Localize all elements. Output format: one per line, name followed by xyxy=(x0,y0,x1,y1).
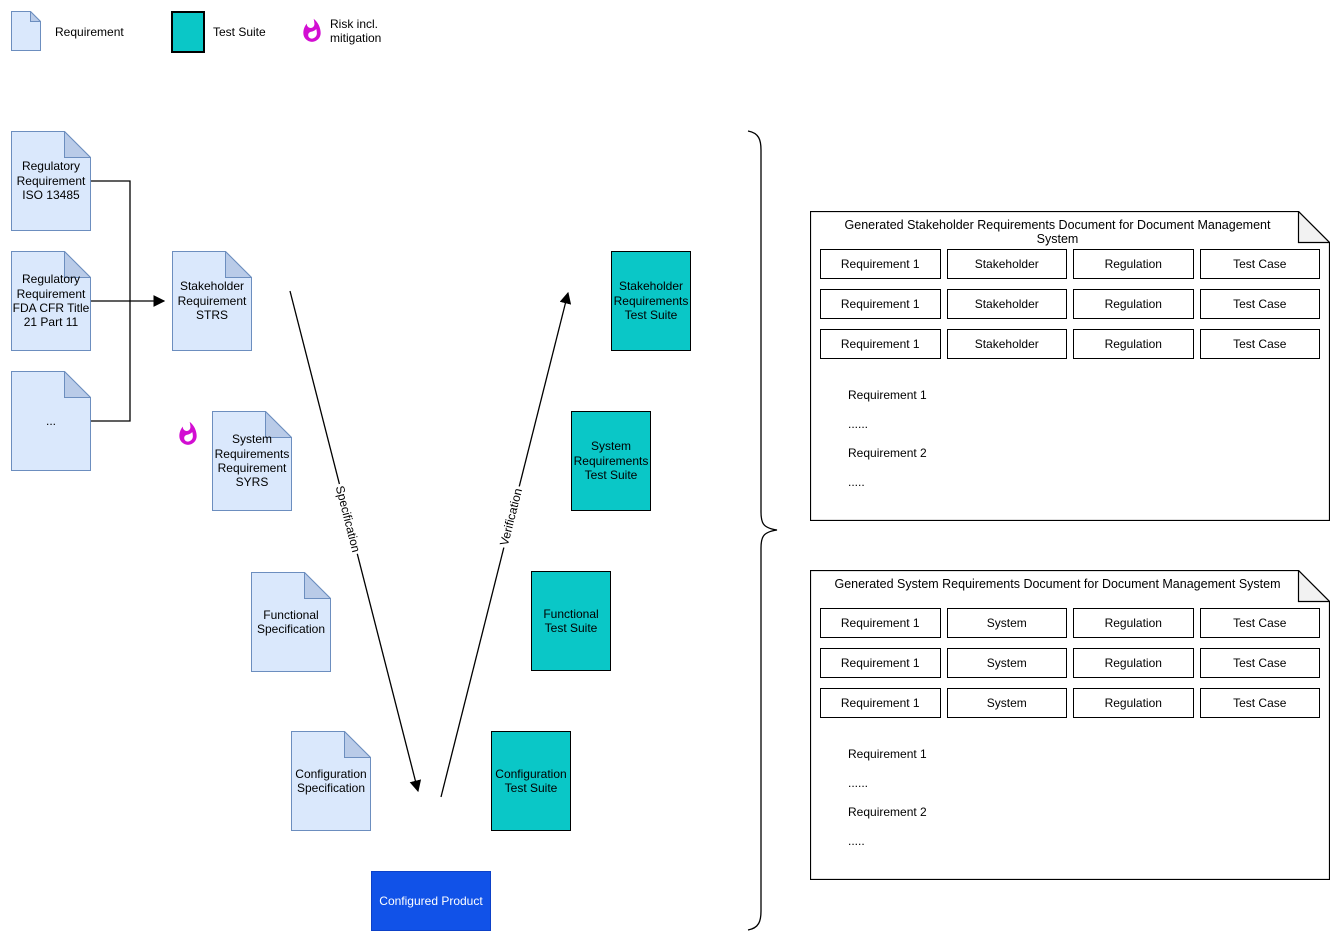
merge-connector xyxy=(91,180,131,422)
node-label: System Requirements Test Suite xyxy=(573,439,649,483)
node-label: Stakeholder Requirement STRS xyxy=(177,279,247,323)
table-cell: Regulation xyxy=(1073,289,1194,319)
traceability-table: Requirement 1 Stakeholder Regulation Tes… xyxy=(820,249,1320,369)
node-label: Stakeholder Requirements Test Suite xyxy=(613,279,689,323)
legend-risk-label: Risk incl. mitigation xyxy=(330,17,382,45)
node-functional-test-suite: Functional Test Suite xyxy=(531,571,611,671)
node-functional-specification: Functional Specification xyxy=(251,572,331,672)
node-regulatory-requirement-iso-13485: Regulatory Requirement ISO 13485 xyxy=(11,131,91,231)
legend-test-suite-swatch xyxy=(171,11,205,53)
table-cell: Regulation xyxy=(1073,648,1194,678)
table-row: Requirement 1 Stakeholder Regulation Tes… xyxy=(820,249,1320,279)
table-cell: Test Case xyxy=(1199,249,1320,279)
node-label: Functional Test Suite xyxy=(543,606,599,635)
node-label: Functional Specification xyxy=(256,607,326,636)
traceability-table: Requirement 1 System Regulation Test Cas… xyxy=(820,608,1320,728)
node-stakeholder-requirement-strs: Stakeholder Requirement STRS xyxy=(172,251,252,351)
node-configuration-test-suite: Configuration Test Suite xyxy=(491,731,571,831)
node-label: System Requirements Requirement SYRS xyxy=(214,432,290,490)
document-icon xyxy=(212,411,292,511)
document-sheet-icon xyxy=(810,211,1330,521)
node-stakeholder-requirements-test-suite: Stakeholder Requirements Test Suite xyxy=(611,251,691,351)
legend-test-suite-label: Test Suite xyxy=(213,25,266,39)
table-cell: System xyxy=(946,688,1067,718)
document-icon xyxy=(11,371,91,471)
panel-system-requirements-document: Generated System Requirements Document f… xyxy=(810,570,1330,880)
edge-label-verification: Verification xyxy=(496,484,526,550)
table-row: Requirement 1 System Regulation Test Cas… xyxy=(820,608,1320,638)
curly-brace xyxy=(747,130,778,931)
legend-requirement-swatch xyxy=(11,11,41,51)
table-cell: System xyxy=(946,648,1067,678)
body-line: Requirement 2 xyxy=(848,805,927,819)
panel-title: Generated Stakeholder Requirements Docum… xyxy=(844,218,1271,246)
requirements-body: Requirement 1 ...... Requirement 2 ..... xyxy=(848,381,927,497)
table-cell: System xyxy=(946,608,1067,638)
table-cell: Requirement 1 xyxy=(820,289,941,319)
edge-label-specification: Specification xyxy=(332,482,364,556)
table-row: Requirement 1 Stakeholder Regulation Tes… xyxy=(820,329,1320,359)
table-cell: Stakeholder xyxy=(946,289,1067,319)
node-regulatory-requirement-more: ... xyxy=(11,371,91,471)
document-sheet-icon xyxy=(810,570,1330,880)
document-icon xyxy=(251,572,331,672)
table-cell: Requirement 1 xyxy=(820,688,941,718)
table-cell: Test Case xyxy=(1199,648,1320,678)
table-row: Requirement 1 Stakeholder Regulation Tes… xyxy=(820,289,1320,319)
table-cell: Stakeholder xyxy=(946,329,1067,359)
body-line: Requirement 1 xyxy=(848,747,927,761)
body-line: ...... xyxy=(848,417,869,431)
node-label: Configuration Test Suite xyxy=(495,766,567,795)
node-system-requirements-syrs: System Requirements Requirement SYRS xyxy=(212,411,292,511)
document-icon xyxy=(11,11,41,51)
table-row: Requirement 1 System Regulation Test Cas… xyxy=(820,688,1320,718)
table-cell: Requirement 1 xyxy=(820,608,941,638)
legend-requirement-label: Requirement xyxy=(55,25,124,39)
table-cell: Test Case xyxy=(1199,289,1320,319)
panel-stakeholder-requirements-document: Generated Stakeholder Requirements Docum… xyxy=(810,211,1330,521)
table-cell: Regulation xyxy=(1073,688,1194,718)
table-cell: Regulation xyxy=(1073,608,1194,638)
node-label: Configuration Specification xyxy=(295,766,367,795)
body-line: ..... xyxy=(848,475,865,489)
table-cell: Requirement 1 xyxy=(820,648,941,678)
table-cell: Test Case xyxy=(1199,329,1320,359)
node-label: ... xyxy=(45,413,56,428)
node-system-requirements-test-suite: System Requirements Test Suite xyxy=(571,411,651,511)
document-icon xyxy=(11,131,91,231)
node-label: Regulatory Requirement FDA CFR Title 21 … xyxy=(12,272,90,330)
document-icon xyxy=(291,731,371,831)
table-cell: Requirement 1 xyxy=(820,329,941,359)
table-cell: Test Case xyxy=(1199,608,1320,638)
document-icon xyxy=(11,251,91,351)
document-icon xyxy=(172,251,252,351)
table-row: Requirement 1 System Regulation Test Cas… xyxy=(820,648,1320,678)
requirements-body: Requirement 1 ...... Requirement 2 ..... xyxy=(848,740,927,856)
table-cell: Test Case xyxy=(1199,688,1320,718)
node-regulatory-requirement-fda: Regulatory Requirement FDA CFR Title 21 … xyxy=(11,251,91,351)
body-line: Requirement 1 xyxy=(848,388,927,402)
node-label: Configured Product xyxy=(379,894,483,908)
node-configuration-specification: Configuration Specification xyxy=(291,731,371,831)
table-cell: Regulation xyxy=(1073,249,1194,279)
table-cell: Stakeholder xyxy=(946,249,1067,279)
table-cell: Requirement 1 xyxy=(820,249,941,279)
node-configured-product: Configured Product xyxy=(371,871,491,931)
risk-flame-icon xyxy=(299,14,325,48)
body-line: Requirement 2 xyxy=(848,446,927,460)
panel-title: Generated System Requirements Document f… xyxy=(834,577,1281,591)
node-label: Regulatory Requirement ISO 13485 xyxy=(16,159,86,203)
body-line: ..... xyxy=(848,834,865,848)
body-line: ...... xyxy=(848,776,869,790)
table-cell: Regulation xyxy=(1073,329,1194,359)
risk-flame-icon xyxy=(175,418,201,450)
